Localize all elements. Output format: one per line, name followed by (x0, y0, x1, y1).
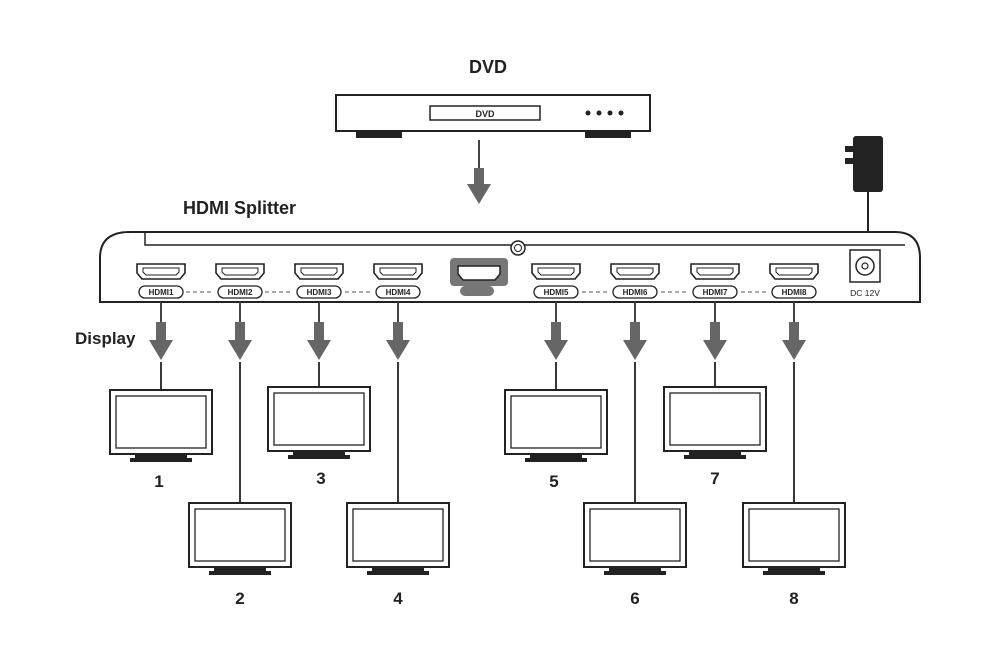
output-arrow-3 (307, 302, 331, 360)
dvd-title: DVD (469, 57, 507, 77)
display-number: 7 (710, 469, 719, 488)
display-1: 1 (109, 389, 213, 491)
port-4: HDMI4 (373, 263, 423, 299)
output-arrow-8 (782, 302, 806, 360)
display-number: 3 (316, 469, 325, 488)
display-number: 1 (154, 472, 163, 491)
port-label: HDMI6 (623, 288, 648, 297)
port-6: HDMI6 (610, 263, 660, 299)
display-4: 4 (346, 502, 450, 608)
display-3: 3 (267, 386, 371, 488)
display-cables (160, 362, 795, 503)
dvd-player: DVD (335, 94, 651, 138)
output-arrow-1 (149, 302, 173, 360)
port-label: HDMI1 (149, 288, 174, 297)
splitter-box (99, 231, 921, 303)
port-2: HDMI2 (215, 263, 265, 299)
display-heading: Display (75, 329, 136, 348)
display-number: 5 (549, 472, 558, 491)
output-arrow-4 (386, 302, 410, 360)
hdmi-input-port (450, 258, 508, 296)
display-number: 2 (235, 589, 244, 608)
display-7: 7 (663, 386, 767, 488)
port-label: HDMI3 (307, 288, 332, 297)
display-6: 6 (583, 502, 687, 608)
output-arrow-7 (703, 302, 727, 360)
display-8: 8 (742, 502, 846, 608)
display-2: 2 (188, 502, 292, 608)
display-5: 5 (504, 389, 608, 491)
port-1: HDMI1 (136, 263, 186, 299)
port-3: HDMI3 (294, 263, 344, 299)
dc-power-jack (849, 249, 881, 283)
input-arrow (467, 140, 491, 204)
display-number: 8 (789, 589, 798, 608)
output-arrow-5 (544, 302, 568, 360)
splitter-title: HDMI Splitter (183, 198, 296, 218)
output-arrow-6 (623, 302, 647, 360)
port-label: HDMI8 (782, 288, 807, 297)
port-7: HDMI7 (690, 263, 740, 299)
port-8: HDMI8 (769, 263, 819, 299)
port-label: HDMI5 (544, 288, 569, 297)
dc-power-label: DC 12V (850, 288, 880, 298)
port-5: HDMI5 (531, 263, 581, 299)
dvd-disc-slot-label: DVD (475, 109, 495, 119)
dvd-indicator-dots (585, 110, 624, 116)
port-label: HDMI7 (703, 288, 728, 297)
port-label: HDMI4 (386, 288, 411, 297)
display-number: 6 (630, 589, 639, 608)
port-label: HDMI2 (228, 288, 253, 297)
output-arrow-2 (228, 302, 252, 360)
display-number: 4 (393, 589, 403, 608)
